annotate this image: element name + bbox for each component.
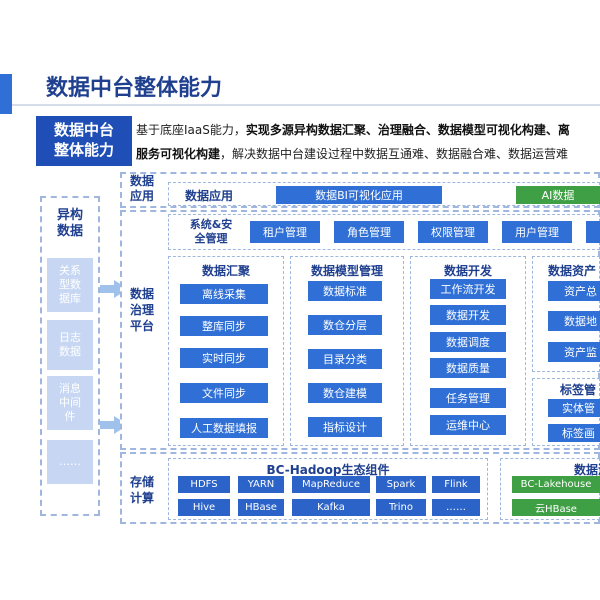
source-more-text: ……: [59, 455, 81, 468]
app-label-line2: 应用: [129, 189, 154, 203]
intro-line2: 服务可视化构建，解决数据中台建设过程中数据互通难、数据融合难、数据运营难: [136, 142, 600, 166]
permission-mgmt-button[interactable]: 权限管理: [418, 221, 488, 243]
model-standard-button[interactable]: 数据标准: [308, 281, 382, 301]
heterogeneous-title-line1: 异构: [56, 208, 83, 223]
source-log-line1: 日志: [59, 331, 81, 344]
asset-monitor-button[interactable]: 资产监: [548, 342, 600, 362]
intro-line1: 基于底座IaaS能力，实现多源异构数据汇聚、治理融合、数据模型可视化构建、离: [136, 118, 600, 142]
collect-offline-button[interactable]: 离线采集: [180, 284, 268, 304]
governance-label-line1: 数据: [129, 287, 154, 301]
ai-app-button[interactable]: AI数据: [516, 186, 600, 204]
hadoop-title: BC-Hadoop生态组件: [266, 463, 390, 477]
arrow-shaft-bottom: [100, 421, 116, 429]
role-mgmt-button[interactable]: 角色管理: [334, 221, 404, 243]
tenant-mgmt-button[interactable]: 租户管理: [250, 221, 320, 243]
intro-line2-rest: ，解决数据中台建设过程中数据互通难、数据融合难、数据运营难: [220, 147, 569, 161]
model-catalog-button[interactable]: 目录分类: [308, 349, 382, 369]
user-mgmt-button[interactable]: 用户管理: [502, 221, 572, 243]
bi-app-button[interactable]: 数据BI可视化应用: [276, 186, 442, 204]
source-message-middleware: 消息中间件: [47, 376, 93, 430]
source-more: ……: [47, 440, 93, 484]
app-label-line1: 数据: [129, 174, 154, 188]
arrow-shaft-top: [100, 285, 116, 293]
system-security-label: 系统&安 全管理: [180, 218, 242, 246]
intro-line1-bold: 实现多源异构数据汇聚、治理融合、数据模型可视化构建、离: [245, 123, 570, 137]
dev-quality-button[interactable]: 数据质量: [430, 358, 506, 378]
source-relational-line1: 关系: [59, 264, 81, 277]
tag-profile-button[interactable]: 标签画: [548, 424, 600, 442]
dev-task-button[interactable]: 任务管理: [430, 388, 506, 408]
dev-schedule-button[interactable]: 数据调度: [430, 332, 506, 352]
title-divider: [12, 104, 600, 106]
app-layer-label: 数据 应用: [122, 174, 162, 204]
hadoop-hive[interactable]: Hive: [178, 499, 230, 516]
source-relational-line3: 据库: [59, 292, 81, 305]
governance-label-line2: 治理: [129, 303, 154, 317]
governance-label: 数据 治理 平台: [122, 286, 162, 334]
hadoop-mapreduce[interactable]: MapReduce: [292, 476, 370, 493]
dev-title: 数据开发: [443, 264, 492, 278]
intro-line2-bold: 服务可视化构建: [136, 147, 221, 161]
source-message-line2: 中间: [59, 396, 81, 409]
governance-label-line3: 平台: [129, 319, 154, 333]
hadoop-hdfs[interactable]: HDFS: [178, 476, 230, 493]
intro-label-line2: 整体能力: [53, 141, 114, 159]
lake-title: 数据湖: [574, 463, 600, 477]
lake-cloud-hbase[interactable]: 云HBase: [512, 499, 600, 516]
storage-label: 存储 计算: [122, 474, 162, 506]
asset-title: 数据资产: [548, 264, 597, 278]
collect-manual-button[interactable]: 人工数据填报: [180, 418, 268, 438]
lake-lakehouse[interactable]: BC-Lakehouse: [512, 476, 600, 493]
hadoop-hbase[interactable]: HBase: [238, 499, 284, 516]
source-relational-db: 关系型数据库: [47, 258, 93, 312]
collect-realtime-button[interactable]: 实时同步: [180, 348, 268, 368]
system-label-line2: 全管理: [194, 232, 228, 245]
hadoop-flink[interactable]: Flink: [432, 476, 480, 493]
title-accent-bar: [0, 74, 12, 114]
source-message-line1: 消息: [59, 382, 81, 395]
hadoop-yarn[interactable]: YARN: [238, 476, 284, 493]
intro-text: 基于底座IaaS能力，实现多源异构数据汇聚、治理融合、数据模型可视化构建、离 服…: [136, 118, 600, 166]
storage-label-line2: 计算: [129, 491, 154, 505]
storage-label-line1: 存储: [129, 475, 154, 489]
dev-workflow-button[interactable]: 工作流开发: [430, 279, 506, 299]
intro-label-line1: 数据中台: [53, 121, 114, 139]
hadoop-spark[interactable]: Spark: [376, 476, 426, 493]
model-dw-button[interactable]: 数仓建模: [308, 383, 382, 403]
app-section-title: 数据应用: [184, 189, 233, 203]
dev-data-button[interactable]: 数据开发: [430, 305, 506, 325]
tag-title: 标签管: [560, 383, 597, 397]
collect-file-button[interactable]: 文件同步: [180, 383, 268, 403]
source-message-line3: 件: [64, 410, 76, 423]
heterogeneous-data-title: 异构 数据: [42, 208, 98, 240]
tag-entity-button[interactable]: 实体管: [548, 399, 600, 417]
heterogeneous-title-line2: 数据: [56, 224, 83, 239]
asset-map-button[interactable]: 数据地: [548, 311, 600, 331]
collect-fulldb-button[interactable]: 整库同步: [180, 316, 268, 336]
page-title: 数据中台整体能力: [46, 76, 223, 101]
hadoop-trino[interactable]: Trino: [376, 499, 426, 516]
model-title: 数据模型管理: [310, 264, 383, 278]
asset-overview-button[interactable]: 资产总: [548, 281, 600, 301]
sys-item-partial[interactable]: [586, 221, 600, 243]
system-label-line1: 系统&安: [189, 218, 233, 231]
hadoop-more[interactable]: ……: [432, 499, 480, 516]
source-relational-line2: 型数: [59, 278, 81, 291]
model-metric-button[interactable]: 指标设计: [308, 417, 382, 437]
source-log-line2: 数据: [59, 345, 81, 358]
dev-ops-button[interactable]: 运维中心: [430, 415, 506, 435]
hadoop-kafka[interactable]: Kafka: [292, 499, 370, 516]
source-log-data: 日志数据: [47, 320, 93, 370]
model-layer-button[interactable]: 数仓分层: [308, 315, 382, 335]
intro-line1-prefix: 基于底座IaaS能力，: [136, 123, 246, 137]
collect-title: 数据汇聚: [201, 264, 250, 278]
intro-label: 数据中台 整体能力: [36, 116, 132, 166]
